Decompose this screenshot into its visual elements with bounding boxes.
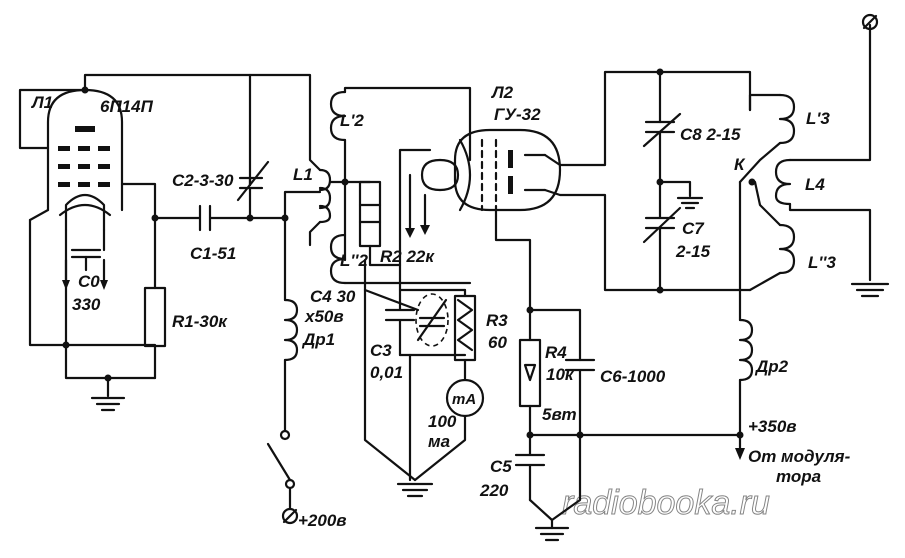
label-ma-range: 100 — [428, 412, 457, 431]
watermark: radiobooka.ru — [562, 484, 770, 522]
label-c3-value: 0,01 — [370, 363, 403, 382]
label-200v: +200в — [298, 511, 347, 530]
label-ma: mA — [452, 391, 476, 408]
l2-bottom-coil — [329, 233, 347, 285]
r1-resistor — [143, 286, 167, 348]
switch — [266, 442, 292, 482]
l3-top-coil — [778, 93, 796, 145]
l1-coil — [318, 168, 332, 224]
label-c8: C8 2-15 — [680, 125, 741, 144]
ground-5 — [850, 282, 890, 298]
label-c4: C4 30 — [310, 287, 356, 306]
c4-capacitor — [415, 293, 449, 347]
antenna-terminal — [861, 13, 879, 31]
r4-resistor — [518, 338, 542, 408]
label-l2-top: L'2 — [340, 111, 364, 130]
ground-1 — [90, 396, 126, 412]
label-c7: C7 — [682, 219, 705, 238]
label-c1: C1-51 — [190, 244, 236, 263]
label-k: К — [734, 155, 746, 174]
label-dr1: Др1 — [301, 330, 335, 349]
label-modulator-1: От модуля- — [748, 447, 851, 466]
label-c4-value: x50в — [304, 307, 344, 326]
tube-2 — [420, 128, 562, 212]
label-l3-bottom: L''3 — [808, 253, 836, 272]
label-r4-power: 5вт — [542, 405, 577, 424]
label-r3-value: 60 — [488, 333, 507, 352]
label-tube1: Л1 — [30, 93, 53, 112]
label-ma-unit: ма — [428, 432, 450, 451]
label-l1: L1 — [293, 165, 313, 184]
dr1-choke — [283, 298, 299, 362]
dr2-choke — [738, 318, 754, 382]
label-c0-value: 330 — [72, 295, 101, 314]
label-c0: C0 — [78, 272, 100, 291]
label-l3-top: L'3 — [806, 109, 830, 128]
ground-2 — [396, 482, 434, 498]
l2-top-coil — [329, 90, 347, 142]
label-r1: R1-30к — [172, 312, 228, 331]
label-c3: C3 — [370, 341, 392, 360]
label-r4: R4 — [545, 343, 567, 362]
label-c6: C6-1000 — [600, 367, 666, 386]
label-c7-value: 2-15 — [675, 242, 711, 261]
l3-bottom-coil — [778, 223, 796, 275]
terminal-200v — [281, 507, 299, 525]
label-tube1-type: 6П14П — [100, 97, 154, 116]
switch-terminal — [279, 429, 291, 441]
label-r2: R2 22к — [380, 247, 435, 266]
label-350v: +350в — [748, 417, 797, 436]
label-tube2-type: ГУ-32 — [494, 105, 541, 124]
label-l2-bottom: L''2 — [340, 251, 368, 270]
label-c2: C2-3-30 — [172, 171, 234, 190]
label-c5: C5 — [490, 457, 512, 476]
label-tube2: Л2 — [490, 83, 514, 102]
label-dr2: Др2 — [754, 357, 789, 376]
label-modulator-2: тора — [776, 467, 821, 486]
label-l4: L4 — [805, 175, 825, 194]
r2-resistor — [358, 180, 382, 248]
l4-coil — [774, 158, 792, 206]
ground-3 — [534, 526, 570, 542]
label-r3: R3 — [486, 311, 508, 330]
label-r4-value: 10к — [546, 365, 575, 384]
ground-4 — [676, 196, 704, 210]
label-c5-value: 220 — [479, 481, 509, 500]
